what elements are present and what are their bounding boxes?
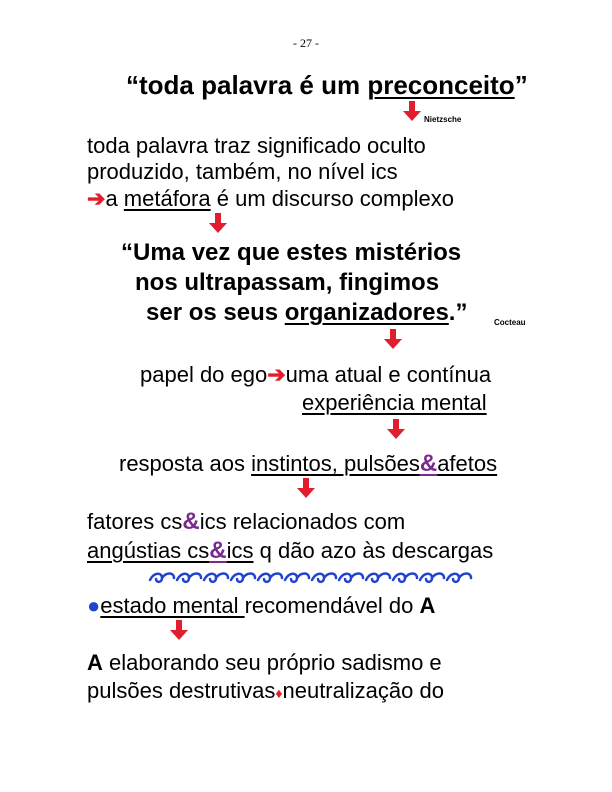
line3-pre: a: [105, 186, 124, 211]
quote-underlined-word: preconceito: [367, 70, 515, 100]
ego-post: uma atual e contínua: [285, 362, 492, 387]
ampersand-glyph: &: [182, 508, 200, 535]
angustias-a: angústias cs: [87, 538, 210, 563]
elaborando-line: A elaborando seu próprio sadismo e: [87, 650, 442, 676]
down-arrow-icon: [384, 329, 402, 349]
page-number: - 27 -: [293, 36, 319, 50]
diamond-icon: ♦: [275, 685, 283, 701]
cocteau-quote-line-1: “Uma vez que estes mistérios: [121, 239, 462, 266]
ampersand-glyph: &: [209, 537, 227, 564]
bullet-icon: ●: [87, 593, 101, 618]
ampersand-glyph: &: [419, 450, 438, 477]
right-arrow-icon: ➔: [267, 362, 286, 387]
angustias-post: q dão azo às descargas: [253, 538, 494, 563]
cocteau-line3-post: .”: [448, 299, 468, 326]
cocteau-underlined-word: organizadores: [284, 299, 449, 326]
elaborando-bold: A: [87, 650, 103, 675]
right-arrow-icon: ➔: [87, 186, 106, 211]
quote-author-cocteau: Cocteau: [494, 318, 526, 327]
ego-line: papel do ego➔uma atual e contínua: [140, 362, 491, 388]
down-arrow-icon: [170, 620, 188, 640]
cocteau-quote-line-3: ser os seus organizadores.”: [146, 299, 467, 327]
cocteau-quote-line-2: nos ultrapassam, fingimos: [135, 269, 440, 296]
estado-underlined: estado mental: [100, 593, 245, 618]
pulsoes-pre: pulsões destrutivas: [87, 678, 276, 703]
line3-underlined: metáfora: [123, 186, 211, 211]
text-line-3: ➔a metáfora é um discurso complexo: [87, 186, 454, 212]
elaborando-post: elaborando seu próprio sadismo e: [102, 650, 442, 675]
ego-line-2: experiência mental: [302, 390, 487, 415]
fatores-line: fatores cs&ics relacionados com: [87, 508, 405, 536]
down-arrow-icon: [297, 478, 315, 498]
quote-text: “toda palavra é um: [126, 70, 368, 100]
down-arrow-icon: [209, 213, 227, 233]
angustias-b: ics: [226, 538, 254, 563]
line3-post: é um discurso complexo: [210, 186, 454, 211]
cocteau-line3-pre: ser os seus: [146, 299, 285, 326]
ornament-divider: [148, 572, 473, 584]
resposta-underlined-b: afetos: [437, 451, 498, 476]
pulsoes-line: pulsões destrutivas♦neutralização do: [87, 678, 444, 704]
down-arrow-icon: [403, 101, 421, 121]
resposta-underlined-a: instintos, pulsões: [251, 451, 420, 476]
pulsoes-post: neutralização do: [282, 678, 444, 703]
nietzsche-quote: “toda palavra é um preconceito”: [126, 70, 528, 101]
quote-author-nietzsche: Nietzsche: [424, 115, 462, 124]
text-line-1: toda palavra traz significado oculto: [87, 133, 426, 158]
fatores-a: fatores cs: [87, 509, 183, 534]
resposta-line: resposta aos instintos, pulsões&afetos: [119, 450, 497, 478]
text-line-2: produzido, também, no nível ics: [87, 159, 398, 184]
quote-close: ”: [514, 70, 528, 100]
fatores-b: ics relacionados com: [199, 509, 406, 534]
resposta-pre: resposta aos: [119, 451, 252, 476]
estado-post: recomendável do: [244, 593, 420, 618]
ego-pre: papel do ego: [140, 362, 268, 387]
estado-bold: A: [419, 593, 436, 618]
down-arrow-icon: [387, 419, 405, 439]
angustias-line: angústias cs&ics q dão azo às descargas: [87, 537, 493, 565]
estado-line: ●estado mental recomendável do A: [87, 593, 435, 619]
